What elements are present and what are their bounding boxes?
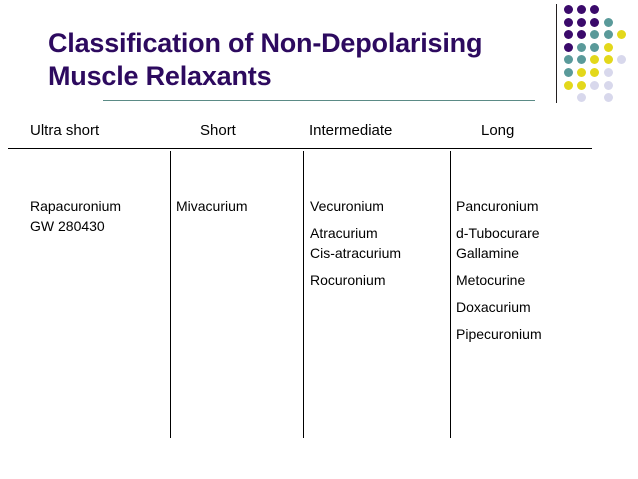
decorative-dot [603, 42, 613, 52]
motif-vertical-divider [556, 4, 557, 103]
decorative-dot [564, 68, 573, 77]
decorative-dot [564, 42, 573, 52]
dot-grid-motif [564, 5, 638, 105]
title-underline-divider [103, 100, 535, 101]
table-column-divider [170, 151, 171, 438]
drug-name: Gallamine [456, 245, 520, 261]
decorative-dot [603, 68, 613, 77]
drug-name: Doxacurium [456, 299, 531, 315]
table-column-header: Intermediate [309, 122, 393, 139]
decorative-dot [577, 80, 587, 90]
drug-name: d-Tubocurare [456, 225, 540, 241]
drug-name: Cis-atracurium [310, 245, 402, 261]
table-header-rule [8, 148, 592, 149]
drug-name: Atracurium [310, 225, 378, 241]
decorative-dot [603, 17, 613, 27]
decorative-dot [590, 5, 600, 14]
table-column-header: Long [481, 122, 515, 139]
decorative-dot [577, 55, 587, 65]
table-column-header: Short [200, 122, 236, 139]
decorative-dot [603, 80, 613, 90]
decorative-dot [590, 17, 600, 27]
table-column-cell: Rapacuronium GW 280430 [30, 196, 121, 236]
drug-name: Rapacuronium [30, 198, 122, 214]
table-column-divider [450, 151, 451, 438]
drug-name: Mivacurium [176, 198, 248, 214]
decorative-dot [564, 80, 573, 90]
decorative-dot [564, 17, 573, 27]
classification-table: Ultra short Short Intermediate Long Rapacur… [0, 118, 638, 448]
decorative-dot [603, 55, 613, 65]
decorative-dot [590, 42, 600, 52]
decorative-dot [564, 5, 573, 14]
decorative-dot [590, 55, 600, 65]
decorative-dot [603, 30, 613, 40]
page-title-line-1: Classification of Non-Depolarising [48, 28, 483, 58]
drug-name: Metocurine [456, 272, 526, 288]
decorative-dot [590, 30, 600, 40]
decorative-dot [590, 68, 600, 77]
page-title: Classification of Non-Depolarising Muscl… [48, 27, 548, 93]
drug-name: GW 280430 [30, 218, 105, 234]
table-column-cell: Mivacurium [176, 196, 248, 216]
drug-name: Pancuronium [456, 198, 539, 214]
table-column-header: Ultra short [30, 122, 100, 139]
table-column-divider [303, 151, 304, 438]
decorative-dot [616, 30, 626, 40]
drug-name: Vecuronium [310, 198, 384, 214]
decorative-dot [577, 5, 587, 14]
drug-name: Rocuronium [310, 272, 386, 288]
decorative-dot [577, 42, 587, 52]
decorative-dot [603, 93, 613, 103]
decorative-dot [564, 30, 573, 40]
decorative-dot [616, 55, 626, 65]
decorative-dot [590, 80, 600, 90]
decorative-dot [564, 55, 573, 65]
decorative-dot [577, 17, 587, 27]
decorative-dot [577, 68, 587, 77]
drug-name: Pipecuronium [456, 326, 542, 342]
page-title-line-2: Muscle Relaxants [48, 60, 272, 91]
decorative-dot [577, 30, 587, 40]
decorative-dot [577, 93, 587, 103]
